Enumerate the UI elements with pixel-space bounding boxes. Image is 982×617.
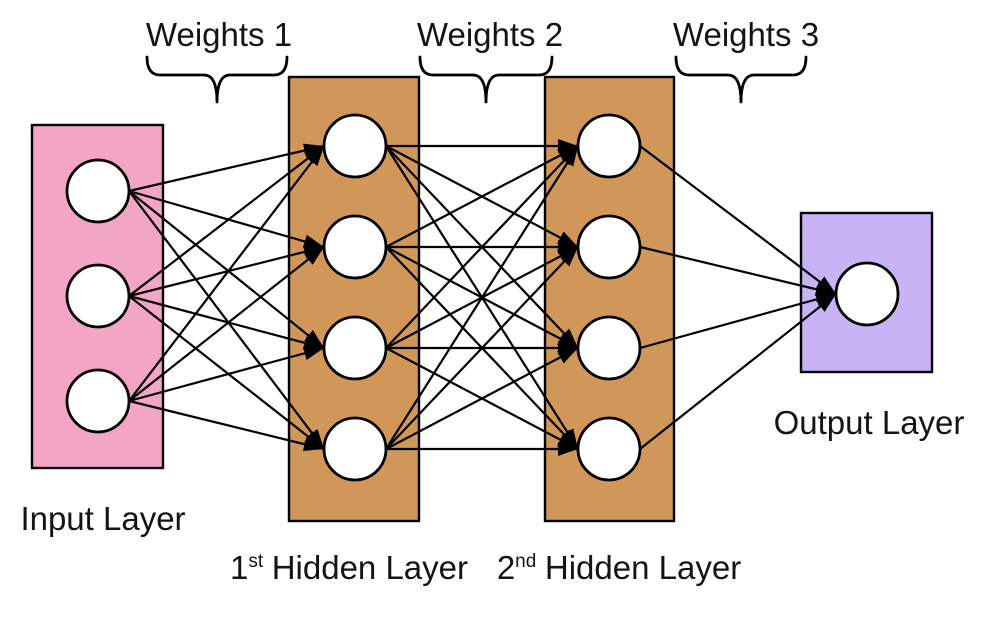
hidden2-ordinal-number: 2 xyxy=(496,549,516,586)
neuron-hidden1 xyxy=(322,416,388,482)
edge-hidden2-to-output xyxy=(639,292,837,350)
hidden1-layer-label: 1st Hidden Layer xyxy=(229,549,469,586)
edge-input-to-hidden1 xyxy=(128,399,325,452)
edge-input-to-hidden1 xyxy=(128,145,325,297)
edge-hidden1-to-hidden2 xyxy=(385,246,579,450)
neuron-hidden2 xyxy=(576,214,642,280)
edge-input-to-hidden1 xyxy=(128,246,325,402)
edge-hidden1-to-hidden2 xyxy=(385,145,579,349)
edge-input-to-hidden1 xyxy=(128,190,325,450)
edge-hidden2-to-output xyxy=(639,245,837,297)
input-layer-label: Input Layer xyxy=(20,500,186,537)
edge-hidden1-to-hidden2 xyxy=(385,145,579,450)
weight-braces xyxy=(145,55,808,104)
neuron-hidden1 xyxy=(322,113,388,179)
output-layer-label: Output Layer xyxy=(773,404,965,441)
weights-1-label: Weights 1 xyxy=(145,16,293,53)
edge-input-to-hidden1 xyxy=(128,189,325,249)
hidden2-ordinal-suffix: nd xyxy=(515,551,537,572)
hidden2-layer-label: 2nd Hidden Layer xyxy=(496,549,742,586)
neuron-circles xyxy=(65,113,900,482)
hidden1-label-text: Hidden Layer xyxy=(271,549,469,586)
edge-hidden2-to-output xyxy=(639,293,837,450)
edge-input-to-hidden1 xyxy=(128,145,325,402)
edge-input-to-hidden1 xyxy=(128,143,325,193)
hidden2-label-text: Hidden Layer xyxy=(544,549,742,586)
hidden1-ordinal-suffix: st xyxy=(248,551,264,572)
edge-input-to-hidden1 xyxy=(128,295,325,450)
edge-hidden1-to-hidden2 xyxy=(385,145,579,248)
neuron-hidden1 xyxy=(322,214,388,280)
weights-brace-2 xyxy=(418,55,554,104)
neuron-hidden1 xyxy=(322,315,388,381)
weights-brace-3 xyxy=(674,55,808,104)
edge-input-to-hidden1 xyxy=(128,346,325,403)
neuron-input xyxy=(65,368,131,434)
neuron-input xyxy=(65,158,131,224)
weights-brace-1 xyxy=(145,55,289,104)
edge-input-to-hidden1 xyxy=(128,245,325,298)
neuron-hidden2 xyxy=(576,113,642,179)
neuron-output xyxy=(834,261,900,327)
neuron-input xyxy=(65,263,131,329)
weights-3-label: Weights 3 xyxy=(672,16,820,53)
weights-2-label: Weights 2 xyxy=(416,16,564,53)
hidden1-ordinal-number: 1 xyxy=(229,549,249,586)
edge-input-to-hidden1 xyxy=(128,190,325,349)
edge-input-to-hidden1 xyxy=(128,294,325,350)
edge-hidden2-to-output xyxy=(639,145,837,295)
neuron-hidden2 xyxy=(576,315,642,381)
connection-lines xyxy=(128,139,837,456)
edge-hidden1-to-hidden2 xyxy=(385,347,579,450)
neuron-hidden2 xyxy=(576,416,642,482)
